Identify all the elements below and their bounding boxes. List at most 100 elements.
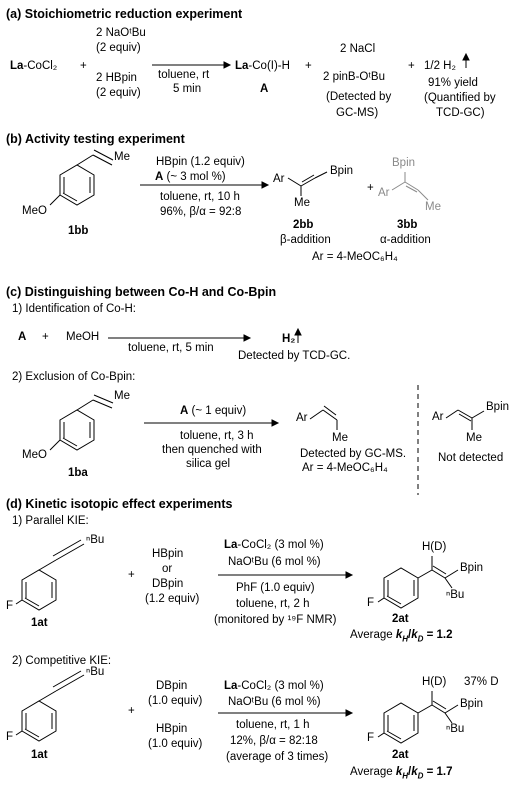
- structure-3bb: [391, 172, 429, 201]
- bpin-label: Bpin: [460, 698, 484, 710]
- boron-equiv: (2 equiv): [96, 87, 141, 99]
- bpin-label: Bpin: [486, 401, 510, 413]
- base-label: NaOᵗBu (6 mol %): [228, 696, 321, 708]
- methyl-label: Me: [114, 151, 130, 163]
- ar-label: Ar: [378, 187, 390, 199]
- condition-2: 96%, β/α = 92:8: [160, 206, 242, 218]
- kie-result: Average kH/kD = 1.7: [350, 766, 453, 781]
- structure-not-detected: [445, 409, 485, 430]
- compound-label-1at: 1at: [31, 617, 48, 629]
- catalyst-label: La-CoCl₂ (3 mol %): [224, 539, 324, 551]
- additive-label: PhF (1.0 equiv): [236, 582, 315, 594]
- structure-1at-parallel: [15, 539, 85, 611]
- boron-label: 2 HBpin: [96, 72, 137, 84]
- condition-label: toluene, rt, 2 h: [236, 598, 310, 610]
- subsection-label: 2) Competitive KIE:: [12, 655, 112, 667]
- monitor-label: (monitored by ¹⁹F NMR): [214, 614, 337, 626]
- ar-definition: Ar = 4-MeOC₆H₄: [302, 462, 388, 474]
- species-a-label: A: [18, 331, 27, 343]
- catalyst-label: La-CoCl₂ (3 mol %): [224, 680, 324, 692]
- methyl-label: Me: [425, 201, 441, 213]
- ar-label: Ar: [296, 412, 308, 424]
- product-label-a: A: [260, 83, 269, 95]
- section-c-heading: (c) Distinguishing between Co-H and Co-B…: [6, 285, 277, 299]
- beta-addition-label: β-addition: [280, 234, 331, 246]
- structure-2at-parallel: [377, 556, 459, 609]
- methanol-label: MeOH: [66, 331, 100, 343]
- base-label: 2 NaOᵗBu: [96, 27, 146, 39]
- hd-label: H(D): [422, 676, 447, 688]
- compound-label-2at: 2at: [392, 749, 409, 761]
- not-detected-label: Not detected: [438, 452, 504, 464]
- deuterium-percent: 37% D: [464, 676, 499, 688]
- reactant-la-cocl2: La-CoCl₂: [10, 60, 58, 72]
- compound-label-1at: 1at: [31, 749, 48, 761]
- structure-1ba: [49, 394, 114, 451]
- ar-label: Ar: [273, 173, 285, 185]
- nacl-label: 2 NaCl: [340, 43, 376, 55]
- catalyst-label: A (~ 3 mol %): [155, 171, 226, 183]
- structure-alkene-c: [309, 405, 338, 430]
- equiv-label: (1.0 equiv): [148, 738, 203, 750]
- compound-label-2at: 2at: [392, 613, 409, 625]
- boronate-label: 2 pinB-OᵗBu: [323, 71, 385, 83]
- hd-label: H(D): [422, 541, 447, 553]
- subsection-label: 2) Exclusion of Co-Bpin:: [12, 371, 136, 383]
- section-d-heading: (d) Kinetic isotopic effect experiments: [6, 497, 233, 511]
- compound-label-3bb: 3bb: [397, 219, 418, 231]
- gcms-label: GC-MS): [336, 107, 379, 119]
- detected-label: Detected by TCD-GC.: [238, 350, 351, 362]
- condition-3: silica gel: [186, 458, 231, 470]
- fluoro-label: F: [367, 597, 375, 609]
- section-b-heading: (b) Activity testing experiment: [6, 132, 185, 146]
- subsection-label: 1) Identification of Co-H:: [12, 303, 137, 315]
- section-a-heading: (a) Stoichiometric reduction experiment: [6, 7, 243, 21]
- plus-sign: +: [128, 705, 135, 717]
- equiv-label: (1.2 equiv): [145, 593, 200, 605]
- bpin-label: Bpin: [460, 562, 484, 574]
- ar-definition: Ar = 4-MeOC₆H₄: [312, 251, 398, 263]
- condition-2: then quenched with: [162, 444, 262, 456]
- dbpin-label: DBpin: [156, 680, 188, 692]
- ar-label: Ar: [432, 411, 444, 423]
- plus-sign: +: [408, 60, 415, 72]
- fluoro-label: F: [367, 732, 375, 744]
- h2-label: H₂: [282, 333, 296, 345]
- detected-label: Detected by GC-MS.: [300, 448, 407, 460]
- equiv-label: (1.0 equiv): [148, 695, 203, 707]
- yield-label: 91% yield: [428, 77, 478, 89]
- fluoro-label: F: [6, 731, 14, 743]
- methyl-label: Me: [294, 197, 310, 209]
- tcd-label: TCD-GC): [436, 107, 485, 119]
- average-label: (average of 3 times): [226, 751, 329, 763]
- plus-sign: +: [128, 569, 135, 581]
- methyl-label: Me: [466, 432, 482, 444]
- h2-label: 1/2 H₂: [424, 60, 456, 72]
- hbpin-label: HBpin: [156, 723, 188, 735]
- condition-1: toluene, rt, 10 h: [160, 191, 240, 203]
- structure-1bb: [49, 149, 114, 206]
- plus-sign: +: [80, 60, 87, 72]
- structure-1at-competitive: [15, 670, 85, 742]
- plus-sign: +: [305, 60, 312, 72]
- subsection-label: 1) Parallel KIE:: [12, 515, 89, 527]
- condition-1: toluene, rt, 3 h: [180, 430, 254, 442]
- structure-2bb: [287, 171, 328, 196]
- product-co-h: La-Co(I)-H: [235, 60, 290, 72]
- methoxy-label: MeO: [22, 449, 47, 461]
- dbpin-label: DBpin: [152, 578, 184, 590]
- bpin-label: Bpin: [392, 157, 416, 169]
- alpha-addition-label: α-addition: [380, 234, 431, 246]
- kie-result: Average kH/kD = 1.2: [350, 629, 453, 644]
- methyl-label: Me: [332, 432, 348, 444]
- quantified-label: (Quantified by: [424, 92, 496, 104]
- reagent-label: HBpin (1.2 equiv): [156, 156, 245, 168]
- or-label: or: [162, 563, 173, 575]
- arrowhead-a: [223, 61, 232, 69]
- condition-label: toluene, rt, 1 h: [236, 719, 310, 731]
- plus-sign: +: [42, 331, 49, 343]
- bpin-label: Bpin: [330, 165, 354, 177]
- base-equiv: (2 equiv): [96, 42, 141, 54]
- butyl-label: ⁿBu: [446, 723, 465, 735]
